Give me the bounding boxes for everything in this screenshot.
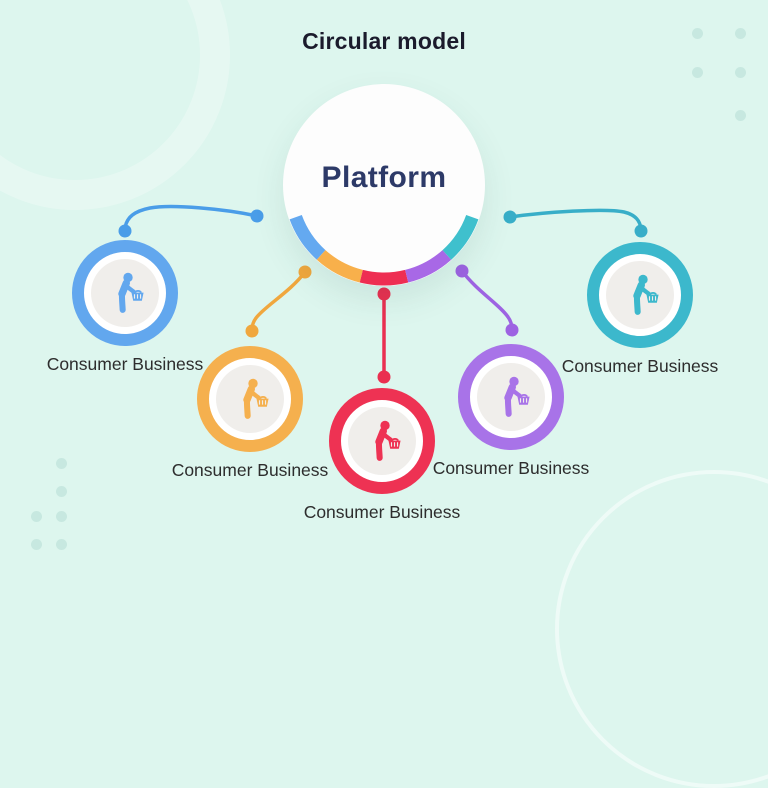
satellite-label: Consumer Business [303,502,461,522]
decorative-dot [735,28,746,39]
satellite-consumer-business-1: Consumer Business [47,240,203,374]
decorative-circle-outline [555,470,768,788]
satellite-consumer-business-3: Consumer Business [304,388,460,522]
connector-platform-to-teal [503,208,648,238]
satellite-ring [329,388,435,494]
satellite-label: Consumer Business [432,458,590,478]
connector-platform-to-red [377,287,391,384]
satellite-label: Consumer Business [46,354,204,374]
person-with-shopping-basket-icon [504,376,530,417]
decorative-dot [735,67,746,78]
decorative-dot [692,28,703,39]
satellite-inner-circle [348,407,416,475]
platform-node: Platform [283,84,485,286]
connector-platform-to-purple [455,264,519,337]
satellite-consumer-business-5: Consumer Business [562,242,718,376]
decorative-dot [31,511,42,522]
decorative-dot [56,458,67,469]
connector-platform-to-orange [245,265,312,338]
satellite-ring [587,242,693,348]
satellite-ring [72,240,178,346]
satellite-label: Consumer Business [561,356,719,376]
satellite-ring [458,344,564,450]
connector-platform-to-blue [118,204,264,238]
person-with-shopping-basket-icon [633,274,659,315]
satellite-inner-circle [216,365,284,433]
satellite-ring [197,346,303,452]
decorative-dot [56,539,67,550]
decorative-dot [56,486,67,497]
person-with-shopping-basket-icon [243,378,269,419]
satellite-consumer-business-2: Consumer Business [172,346,328,480]
satellite-inner-circle [477,363,545,431]
person-with-shopping-basket-icon [375,420,401,461]
decorative-dot [692,67,703,78]
person-with-shopping-basket-icon [118,272,144,313]
platform-label: Platform [321,161,447,194]
satellite-label: Consumer Business [171,460,329,480]
satellite-consumer-business-4: Consumer Business [433,344,589,478]
decorative-dot [31,539,42,550]
decorative-dot [56,511,67,522]
decorative-dot [735,110,746,121]
satellite-inner-circle [91,259,159,327]
satellite-inner-circle [606,261,674,329]
page-title: Circular model [302,28,466,54]
